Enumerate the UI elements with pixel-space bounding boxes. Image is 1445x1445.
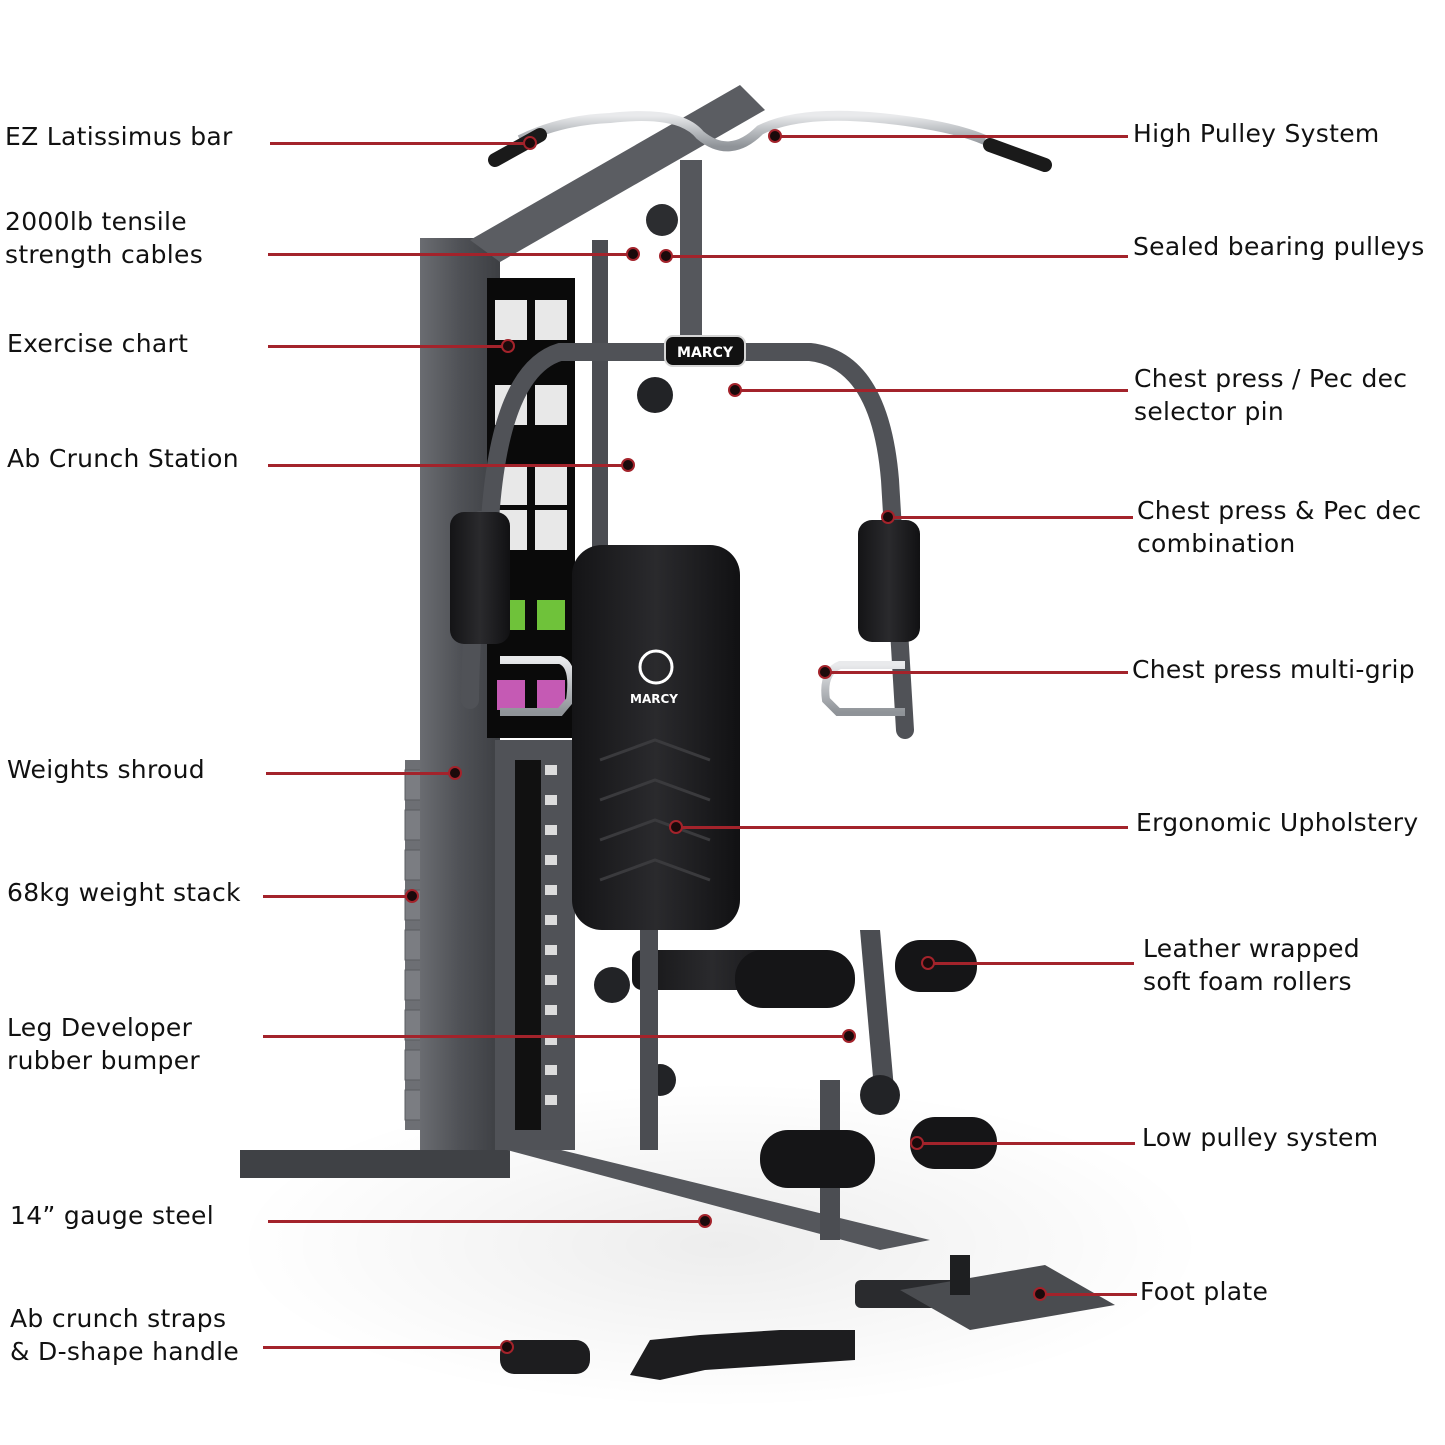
callout-line-low-pulley: [917, 1142, 1135, 1145]
callout-marker-weights-shroud: [448, 766, 462, 780]
left-multi-grip: [500, 656, 576, 716]
label-weights-shroud: Weights shroud: [7, 755, 205, 784]
label-sealed-pulleys: Sealed bearing pulleys: [1133, 232, 1425, 261]
callout-line-high-pulley: [775, 135, 1128, 138]
base-frame: [240, 1140, 1115, 1330]
callout-marker-selector-pin: [728, 383, 742, 397]
right-multi-grip: [821, 661, 905, 716]
weight-tower: [404, 238, 575, 1150]
label-upholstery: Ergonomic Upholstery: [1136, 808, 1419, 837]
callout-line-gauge-steel: [268, 1220, 705, 1223]
callout-line-leg-developer-bumper: [263, 1035, 849, 1038]
callout-line-ez-lat-bar: [270, 142, 530, 145]
marcy-logo-pad: MARCY: [630, 692, 678, 706]
label-exercise-chart: Exercise chart: [7, 329, 189, 358]
label-leg-developer-bumper: Leg Developer rubber bumper: [7, 1013, 200, 1075]
callout-marker-high-pulley: [768, 129, 782, 143]
label-cables: 2000lb tensile strength cables: [5, 207, 204, 269]
callout-line-multi-grip: [825, 671, 1128, 674]
callout-line-foam-rollers: [928, 962, 1134, 965]
label-gauge-steel: 14” gauge steel: [10, 1201, 214, 1230]
marcy-badge-top: [664, 335, 746, 367]
callout-line-cables: [268, 253, 633, 256]
back-pad: MARCY: [572, 545, 740, 930]
label-chest-press-pec-dec: Chest press & Pec dec combination: [1137, 496, 1422, 558]
callout-marker-foot-plate: [1033, 1287, 1047, 1301]
left-arm-pad: [450, 512, 510, 644]
label-ez-lat-bar: EZ Latissimus bar: [5, 122, 233, 151]
callout-line-chest-press-pec-dec: [888, 516, 1133, 519]
callout-marker-foam-rollers: [921, 956, 935, 970]
right-arm-pad: [858, 520, 920, 642]
callout-line-exercise-chart: [268, 345, 508, 348]
callout-marker-exercise-chart: [501, 339, 515, 353]
callout-line-foot-plate: [1040, 1293, 1137, 1296]
callout-marker-chest-press-pec-dec: [881, 510, 895, 524]
marcy-badge-text: MARCY: [677, 345, 734, 361]
callout-line-upholstery: [676, 826, 1128, 829]
label-foam-rollers: Leather wrapped soft foam rollers: [1143, 934, 1360, 996]
callout-marker-weight-stack: [405, 889, 419, 903]
accessories: [500, 1330, 855, 1380]
callout-marker-low-pulley: [910, 1136, 924, 1150]
callout-line-ab-straps-handle: [263, 1346, 507, 1349]
callout-marker-upholstery: [669, 820, 683, 834]
callout-line-sealed-pulleys: [666, 255, 1128, 258]
callout-marker-gauge-steel: [698, 1214, 712, 1228]
label-ab-straps-handle: Ab crunch straps & D-shape handle: [10, 1304, 240, 1366]
callout-line-ab-crunch-station: [268, 464, 628, 467]
seat-and-leg-developer: [632, 930, 997, 1240]
callout-marker-ez-lat-bar: [523, 136, 537, 150]
label-weight-stack: 68kg weight stack: [7, 878, 241, 907]
callout-line-selector-pin: [735, 389, 1128, 392]
label-ab-crunch-station: Ab Crunch Station: [7, 444, 239, 473]
label-selector-pin: Chest press / Pec dec selector pin: [1134, 364, 1408, 426]
callout-marker-ab-straps-handle: [500, 1340, 514, 1354]
label-foot-plate: Foot plate: [1140, 1277, 1269, 1306]
label-low-pulley: Low pulley system: [1142, 1123, 1379, 1152]
callout-marker-ab-crunch-station: [621, 458, 635, 472]
callout-line-weights-shroud: [266, 772, 455, 775]
callout-marker-multi-grip: [818, 665, 832, 679]
label-high-pulley: High Pulley System: [1133, 119, 1380, 148]
callout-line-weight-stack: [263, 895, 412, 898]
callout-marker-sealed-pulleys: [659, 249, 673, 263]
label-multi-grip: Chest press multi-grip: [1132, 655, 1415, 684]
callout-marker-cables: [626, 247, 640, 261]
callout-marker-leg-developer-bumper: [842, 1029, 856, 1043]
